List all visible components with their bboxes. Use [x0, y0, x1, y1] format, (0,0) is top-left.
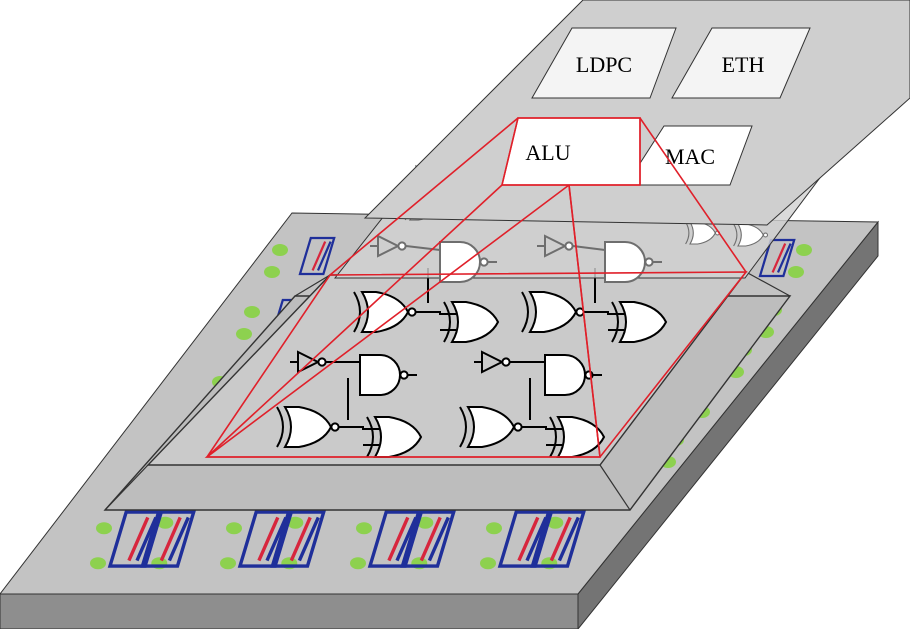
- block-mac: MAC: [625, 125, 753, 186]
- contact-pad: [788, 266, 804, 278]
- middle-layer-gates: [369, 165, 769, 283]
- svg-text:ALU: ALU: [525, 140, 570, 165]
- svg-text:MAC: MAC: [665, 144, 715, 169]
- block-alu: ALU: [501, 117, 641, 186]
- logic-gates: [276, 268, 667, 458]
- contact-pad: [236, 328, 252, 340]
- svg-text:LDPC: LDPC: [576, 52, 632, 77]
- contact-pad: [226, 522, 242, 535]
- contact-pad: [157, 516, 174, 529]
- gate-wire: [339, 426, 371, 430]
- top-layer: LDPC ETH MAC ALU: [363, 0, 910, 226]
- contact-pad: [220, 557, 236, 570]
- contact-pad: [796, 244, 812, 256]
- contact-pad: [486, 522, 502, 535]
- gate-wire: [522, 426, 554, 430]
- substrate-front: [0, 593, 579, 629]
- gate-wire: [584, 311, 616, 315]
- contact-pad: [356, 522, 372, 535]
- contact-pad: [264, 266, 280, 278]
- gate-wire: [416, 311, 448, 315]
- contact-pad: [417, 516, 434, 529]
- block-ldpc: LDPC: [531, 27, 677, 99]
- contact-pad: [272, 244, 288, 256]
- gate-wire: [572, 245, 606, 251]
- contact-pad: [480, 557, 496, 570]
- gate-wire: [405, 245, 441, 251]
- contact-pad: [244, 306, 260, 318]
- svg-text:ETH: ETH: [722, 52, 765, 77]
- alu-zoom-outline: [204, 117, 748, 458]
- contact-pad: [287, 516, 304, 529]
- contact-pad: [547, 516, 564, 529]
- contact-pad: [350, 557, 366, 570]
- contact-pad: [90, 557, 106, 570]
- contact-pad: [96, 522, 112, 535]
- block-eth: ETH: [671, 27, 811, 99]
